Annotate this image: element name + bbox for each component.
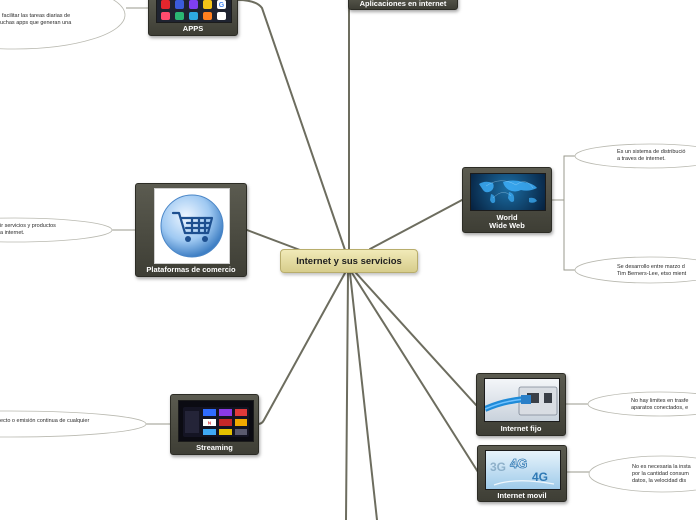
svg-text:4G: 4G <box>510 456 527 471</box>
4g-signal-icon: 3G 4G 4G <box>485 450 561 490</box>
desc-bubble-www-1 <box>574 143 696 169</box>
desc-bubble-streaming <box>0 410 147 438</box>
desc-bubble-www-2 <box>574 256 696 284</box>
node-apps-label: APPS <box>182 24 204 33</box>
link-streaming <box>257 272 346 425</box>
node-streaming[interactable]: N Streaming <box>170 394 259 455</box>
link-bottom-2 <box>349 272 378 520</box>
movil-description: No es necesaria la insta por la cantidad… <box>632 464 691 484</box>
www-description-2: Se desarrollo entre marzo d Tim Berners-… <box>617 264 687 277</box>
app-grid-icon: G <box>156 0 232 23</box>
node-aplicaciones-en-internet[interactable]: Aplicaciones en internet <box>348 0 458 10</box>
svg-text:4G: 4G <box>532 470 548 484</box>
node-plataformas-de-comercio[interactable]: Plataformas de comercio <box>135 183 247 277</box>
node-www-label-1: World <box>496 213 518 222</box>
link-www-desc <box>552 155 576 271</box>
link-apps <box>237 0 346 251</box>
node-internet-fijo[interactable]: Internet fijo <box>476 373 566 436</box>
link-www <box>369 199 463 250</box>
desc-bubble-fijo <box>587 391 696 417</box>
central-topic-label: Internet y sus servicios <box>296 255 402 267</box>
desc-bubble-plataformas <box>0 217 113 243</box>
tv-screen-icon: N <box>178 400 254 442</box>
node-aplicaciones-label: Aplicaciones en internet <box>359 0 447 8</box>
node-plataformas-label: Plataformas de comercio <box>146 265 236 274</box>
www-description-1: Es un sistema de distribució a traves de… <box>617 149 686 162</box>
link-movil <box>351 272 479 473</box>
svg-text:N: N <box>208 421 211 426</box>
world-map-icon <box>470 173 546 211</box>
node-internet-movil-label: Internet movil <box>497 491 547 500</box>
desc-bubble-movil <box>588 455 696 493</box>
central-topic[interactable]: Internet y sus servicios <box>280 249 418 273</box>
link-plataformas <box>246 229 301 251</box>
node-www-label-2: Wide Web <box>489 221 525 230</box>
link-bottom-1 <box>345 272 349 520</box>
node-internet-movil[interactable]: 3G 4G 4G Internet movil <box>477 445 567 502</box>
node-apps[interactable]: G APPS <box>148 0 238 36</box>
node-internet-fijo-label: Internet fijo <box>500 424 542 433</box>
shopping-cart-icon <box>154 188 230 264</box>
node-streaming-label: Streaming <box>196 443 233 452</box>
desc-bubble-apps <box>0 0 126 50</box>
svg-text:G: G <box>219 2 225 9</box>
node-world-wide-web[interactable]: World Wide Web <box>462 167 552 233</box>
link-fijo <box>355 272 477 406</box>
fijo-description: No hay limites en trasfe aparatos conect… <box>631 398 689 411</box>
router-cable-icon <box>484 378 560 422</box>
streaming-description: ecto o emisión continua de cualquier <box>0 418 90 424</box>
svg-text:3G: 3G <box>490 460 506 474</box>
plataformas-description: ir servicios y productos a internet. <box>0 223 56 236</box>
apps-description: facilitar las tareas diarias de uchas ap… <box>0 13 72 26</box>
